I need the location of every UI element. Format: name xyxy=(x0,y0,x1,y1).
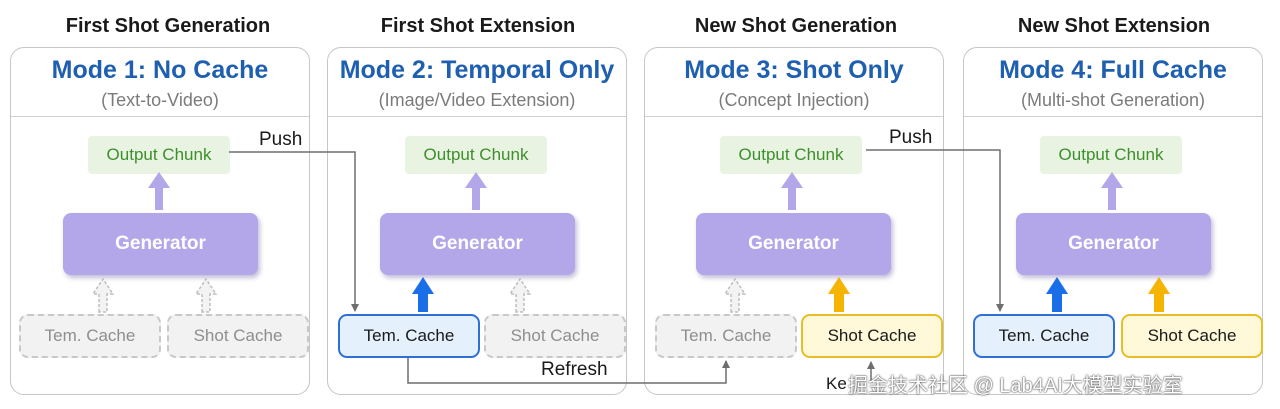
tem-cache-box-active: Tem. Cache xyxy=(973,314,1115,358)
mode-1-subtitle: (Text-to-Video) xyxy=(101,90,219,110)
mode-4-panel: Mode 4: Full Cache (Multi-shot Generatio… xyxy=(963,47,1263,395)
output-chunk-box: Output Chunk xyxy=(88,136,230,174)
column-header-2: First Shot Extension xyxy=(380,15,576,37)
output-chunk-box: Output Chunk xyxy=(405,136,547,174)
tem-cache-box-inactive: Tem. Cache xyxy=(19,314,161,358)
push-label-2: Push xyxy=(889,127,933,148)
panel-divider xyxy=(11,116,309,117)
panel-divider xyxy=(328,116,626,117)
refresh-label: Refresh xyxy=(541,359,608,380)
column-header-4: New Shot Extension xyxy=(1017,15,1211,37)
generator-box: Generator xyxy=(63,213,258,275)
tem-cache-box-active: Tem. Cache xyxy=(338,314,480,358)
key-label-partial: Ke xyxy=(826,374,847,393)
shot-cache-box-active: Shot Cache xyxy=(1121,314,1263,358)
shot-cache-box-inactive: Shot Cache xyxy=(484,314,626,358)
push-label-1: Push xyxy=(259,129,303,150)
generator-box: Generator xyxy=(696,213,891,275)
mode-3-subtitle: (Concept Injection) xyxy=(718,90,870,110)
output-chunk-box: Output Chunk xyxy=(1040,136,1182,174)
panel-divider xyxy=(964,116,1262,117)
mode-3-title: Mode 3: Shot Only xyxy=(684,56,904,84)
mode-1-title: Mode 1: No Cache xyxy=(51,56,269,84)
mode-2-title: Mode 2: Temporal Only xyxy=(339,56,615,84)
column-header-1: First Shot Generation xyxy=(65,15,271,37)
generator-box: Generator xyxy=(380,213,575,275)
mode-3-panel: Mode 3: Shot Only (Concept Injection) Ou… xyxy=(644,47,944,395)
mode-4-subtitle: (Multi-shot Generation) xyxy=(1020,90,1206,110)
watermark-text: 掘金技术社区 @ Lab4AI大模型实验室 xyxy=(848,375,1183,397)
mode-2-panel: Mode 2: Temporal Only (Image/Video Exten… xyxy=(327,47,627,395)
shot-cache-box-inactive: Shot Cache xyxy=(167,314,309,358)
mode-1-panel: Mode 1: No Cache (Text-to-Video) Output … xyxy=(10,47,310,395)
shot-cache-box-active: Shot Cache xyxy=(801,314,943,358)
output-chunk-box: Output Chunk xyxy=(720,136,862,174)
panel-divider xyxy=(645,116,943,117)
mode-4-title: Mode 4: Full Cache xyxy=(999,56,1227,84)
column-header-3: New Shot Generation xyxy=(694,15,898,37)
generator-box: Generator xyxy=(1016,213,1211,275)
tem-cache-box-inactive: Tem. Cache xyxy=(655,314,797,358)
mode-2-subtitle: (Image/Video Extension) xyxy=(378,90,576,110)
